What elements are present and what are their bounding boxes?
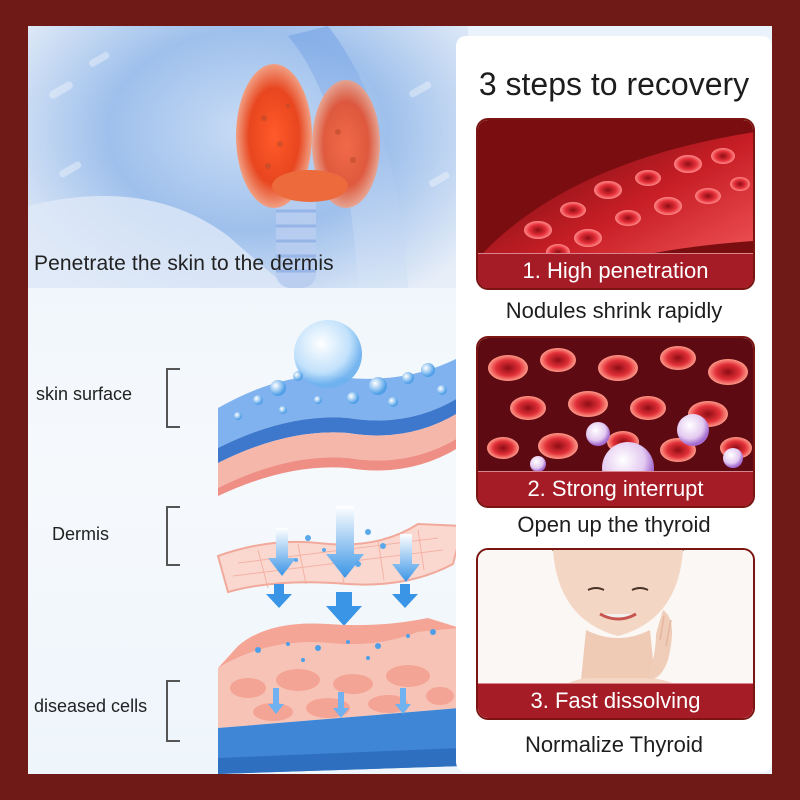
step-card-3: 3. Fast dissolving	[476, 548, 755, 720]
skin-surface-label: skin surface	[36, 384, 133, 404]
step-1-banner: 1. High penetration	[478, 253, 753, 288]
penetration-arrow	[392, 534, 420, 582]
dermis-bracket	[166, 506, 180, 566]
skin-surface-bracket	[166, 368, 180, 428]
skin-layers-illustration	[216, 320, 458, 774]
step-card-2: 2. Strong interrupt	[476, 336, 755, 508]
dermis-layer	[216, 506, 458, 626]
penetration-arrow	[268, 528, 296, 576]
steps-title: 3 steps to recovery	[478, 66, 750, 102]
step-2-banner: 2. Strong interrupt	[478, 471, 753, 506]
diseased-cells-label: diseased cells	[34, 696, 148, 716]
thyroid-illustration-panel: Penetrate the skin to the dermis	[28, 26, 468, 288]
steps-panel: 3 steps to recovery	[456, 36, 772, 772]
dermis-label: Dermis	[52, 524, 109, 544]
active-ingredient-bubble	[294, 320, 362, 388]
penetrate-caption: Penetrate the skin to the dermis	[34, 252, 334, 275]
thyroid-illustration	[28, 26, 450, 288]
step-card-1: 1. High penetration	[476, 118, 755, 290]
diseased-cells-bracket	[166, 680, 180, 742]
step-3-banner: 3. Fast dissolving	[478, 683, 753, 718]
step-1-subtitle: Nodules shrink rapidly	[505, 298, 723, 323]
skin-surface-layer	[218, 320, 458, 496]
ad-frame: Penetrate the skin to the dermis skin su…	[28, 26, 772, 774]
penetration-arrow	[326, 506, 364, 578]
step-3-subtitle: Normalize Thyroid	[524, 732, 704, 757]
step-2-subtitle: Open up the thyroid	[517, 512, 711, 537]
diseased-cells-layer	[218, 618, 458, 774]
